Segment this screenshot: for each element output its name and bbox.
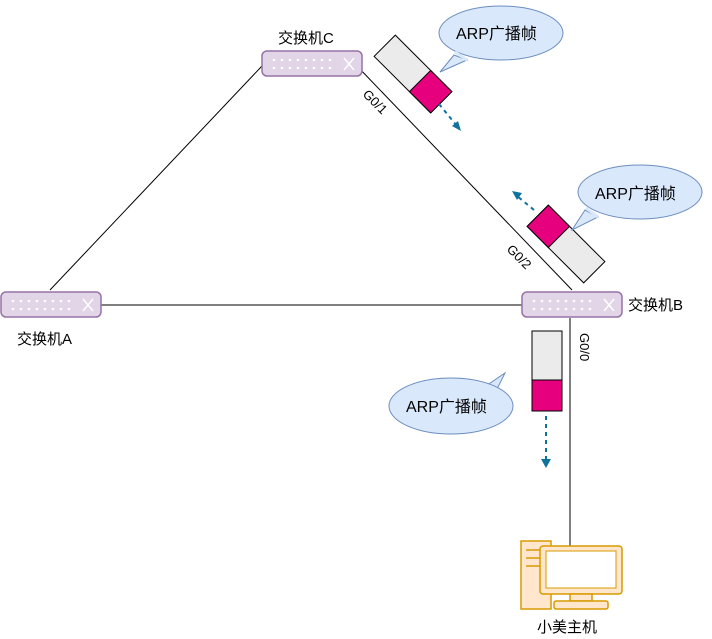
port-label-c-g01: G0/1 [360, 87, 391, 118]
arrow-up-left-icon [512, 191, 535, 211]
arrow-down-right-icon [438, 103, 461, 131]
port-label-b-g00: G0/0 [577, 333, 592, 361]
host-label: 小美主机 [537, 619, 597, 636]
switch-arrows-icon [82, 298, 94, 312]
arp-frame-1 [373, 34, 453, 114]
switch-c-label: 交换机C [278, 29, 334, 47]
switch-b [521, 291, 623, 318]
arrow-down-icon [541, 416, 551, 468]
arp-bubble-1 [438, 5, 564, 73]
link-a-c [49, 65, 263, 291]
arp-bubble-1-text: ARP广播帧 [456, 25, 537, 43]
arp-bubble-3 [388, 371, 514, 435]
switch-arrows-icon [343, 57, 355, 71]
switch-arrows-icon [603, 298, 615, 312]
switch-b-label: 交换机B [628, 296, 683, 314]
arp-frame-2 [526, 204, 606, 284]
arp-bubble-2-text: ARP广播帧 [595, 185, 676, 203]
arp-bubble-2 [570, 164, 703, 232]
link-c-b [356, 65, 573, 291]
arp-bubble-3-text: ARP广播帧 [406, 398, 487, 416]
arp-frame-3 [531, 330, 563, 412]
switch-a-label: 交换机A [17, 330, 72, 348]
switch-c [261, 50, 363, 77]
switch-a [0, 291, 102, 318]
host-computer-icon [520, 540, 623, 610]
